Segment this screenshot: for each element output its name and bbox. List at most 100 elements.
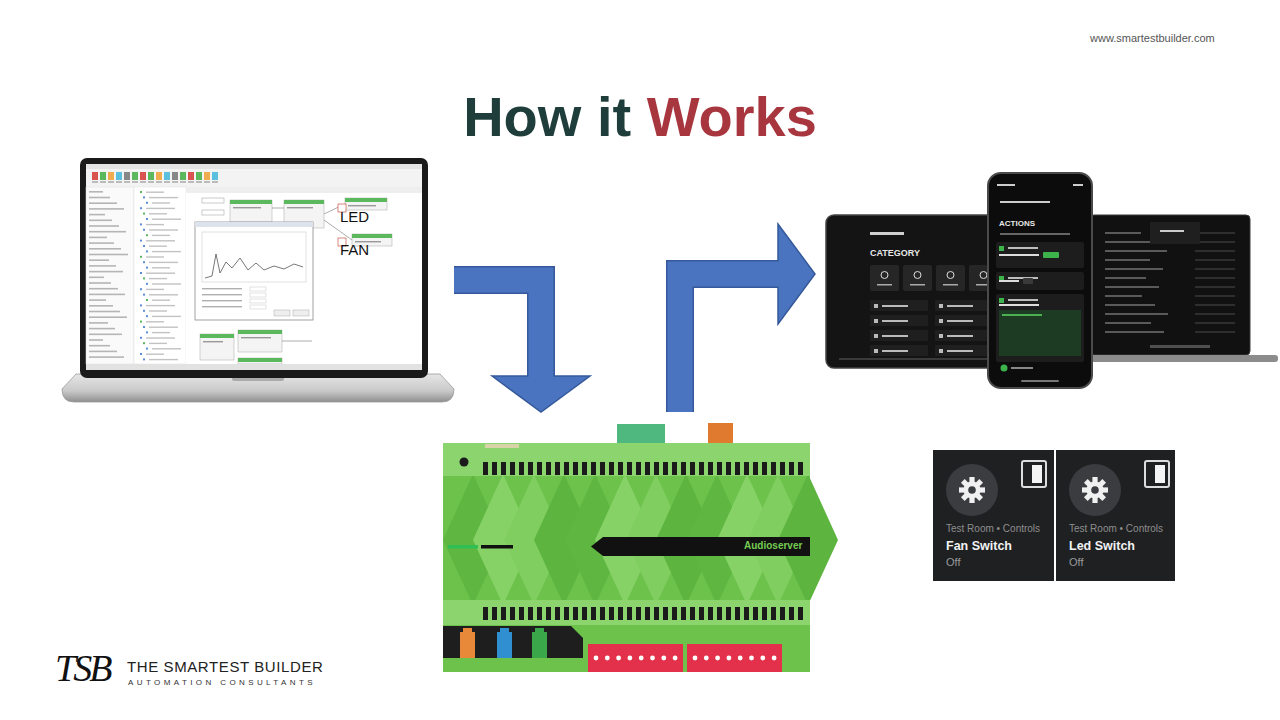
laptop-illustration-part bbox=[293, 310, 309, 316]
laptop-illustration-part bbox=[238, 330, 282, 352]
app-devices-illustration-part bbox=[1000, 233, 1070, 235]
miniserver-illustration-part bbox=[485, 444, 519, 448]
miniserver-box: Audioserver bbox=[443, 412, 810, 672]
miniserver-illustration-part bbox=[727, 656, 732, 661]
laptop-illustration-part bbox=[152, 348, 181, 349]
laptop-illustration-part bbox=[172, 172, 178, 180]
control-tile: Test Room • ControlsFan SwitchOff bbox=[933, 450, 1054, 581]
miniserver-illustration-part bbox=[681, 607, 686, 620]
laptop-illustration-part bbox=[149, 294, 178, 295]
laptop-illustration-part bbox=[164, 172, 170, 180]
app-devices-illustration-part bbox=[1195, 268, 1235, 270]
laptop-illustration-part bbox=[149, 359, 178, 360]
screen-heading: ACTIONS bbox=[999, 220, 1035, 228]
laptop-illustration-part bbox=[140, 240, 142, 242]
app-devices-illustration-part bbox=[910, 284, 925, 286]
laptop-illustration-part bbox=[146, 321, 164, 322]
laptop-illustration-part bbox=[143, 342, 145, 344]
miniserver-illustration-part bbox=[537, 462, 542, 475]
laptop-illustration-part bbox=[100, 172, 106, 180]
app-devices-illustration-part bbox=[1002, 314, 1042, 316]
laptop-illustration-part bbox=[188, 181, 194, 183]
app-devices-illustration-part bbox=[935, 300, 993, 311]
laptop-illustration-part bbox=[284, 200, 324, 204]
laptop-illustration-part bbox=[149, 278, 167, 279]
laptop-illustration-part bbox=[146, 202, 148, 204]
arrow-shaft bbox=[680, 274, 780, 412]
laptop-illustration-part bbox=[230, 200, 272, 204]
miniserver-illustration-part bbox=[555, 462, 560, 475]
miniserver-illustration-part bbox=[690, 607, 695, 620]
app-devices-illustration-part bbox=[882, 305, 908, 307]
miniserver-illustration-part bbox=[582, 462, 587, 475]
app-devices-illustration-part bbox=[1195, 331, 1235, 333]
laptop-illustration-part bbox=[146, 305, 175, 306]
app-devices-illustration-part bbox=[939, 349, 943, 353]
control-tile-illustration-part bbox=[959, 477, 985, 503]
laptop-illustration-part bbox=[204, 172, 210, 180]
app-devices-illustration-part bbox=[1023, 278, 1033, 284]
laptop-illustration-part bbox=[89, 282, 111, 284]
app-devices-illustration-part bbox=[882, 320, 908, 322]
miniserver-illustration-part bbox=[460, 458, 469, 467]
laptop-illustration-part bbox=[146, 256, 164, 257]
laptop-illustration-part bbox=[143, 326, 145, 328]
device-label: Audioserver bbox=[744, 541, 802, 551]
laptop-illustration-part bbox=[146, 208, 175, 209]
laptop-illustration-part bbox=[146, 218, 148, 220]
laptop-illustration-part bbox=[146, 337, 175, 338]
miniserver-illustration-part bbox=[753, 607, 758, 620]
miniserver-illustration-part bbox=[555, 607, 560, 620]
laptop-illustration-part bbox=[134, 187, 186, 364]
laptop-illustration-part bbox=[124, 172, 130, 180]
app-devices-illustration-part bbox=[947, 320, 973, 322]
laptop-illustration-part bbox=[140, 321, 142, 323]
laptop-illustration-part bbox=[238, 330, 282, 334]
app-devices-illustration-part bbox=[999, 280, 1019, 282]
app-devices-illustration-part bbox=[874, 304, 878, 308]
miniserver-illustration-part bbox=[443, 626, 583, 658]
laptop-illustration-part bbox=[89, 339, 103, 341]
laptop-illustration-part bbox=[143, 213, 145, 215]
laptop-illustration-part bbox=[146, 299, 148, 301]
miniserver-illustration-part bbox=[636, 462, 641, 475]
app-devices-illustration-part bbox=[1195, 241, 1235, 243]
miniserver-illustration-part bbox=[663, 462, 668, 475]
app-devices-illustration-part bbox=[882, 350, 908, 352]
miniserver-illustration-part bbox=[780, 607, 785, 620]
app-devices-illustration-part bbox=[1001, 365, 1008, 372]
tile-room: Test Room • Controls bbox=[1069, 524, 1163, 534]
laptop-illustration-part bbox=[140, 191, 142, 193]
app-devices-illustration-part bbox=[1105, 241, 1154, 243]
miniserver-illustration-part bbox=[537, 607, 542, 620]
laptop-illustration-part bbox=[89, 265, 116, 267]
miniserver-illustration-part bbox=[798, 607, 803, 620]
miniserver-illustration-part bbox=[672, 462, 677, 475]
miniserver-illustration-part bbox=[501, 607, 506, 620]
miniserver-illustration-part bbox=[605, 656, 610, 661]
app-devices-illustration-part bbox=[1195, 277, 1235, 279]
app-devices-illustration-part bbox=[935, 345, 993, 356]
app-devices-illustration-part bbox=[1150, 345, 1210, 348]
laptop-illustration-part bbox=[149, 310, 167, 311]
app-devices-illustration-part bbox=[996, 242, 1084, 268]
laptop-illustration-part bbox=[205, 254, 303, 278]
tile-room: Test Room • Controls bbox=[946, 524, 1040, 534]
miniserver-illustration-part bbox=[645, 607, 650, 620]
app-devices-illustration-part bbox=[1105, 322, 1151, 324]
app-devices-illustration-part bbox=[1090, 215, 1250, 355]
software-laptop: LEDFAN bbox=[62, 158, 454, 402]
miniserver-illustration-part bbox=[483, 607, 488, 620]
laptop-illustration-part bbox=[146, 354, 164, 355]
miniserver-illustration-part bbox=[726, 462, 731, 475]
laptop-illustration-part bbox=[140, 223, 142, 225]
laptop-illustration-part bbox=[108, 172, 114, 180]
laptop-illustration-part bbox=[148, 172, 154, 180]
miniserver-illustration-part bbox=[609, 607, 614, 620]
laptop-illustration-part bbox=[89, 242, 114, 244]
laptop-illustration bbox=[62, 158, 454, 402]
laptop-illustration-part bbox=[132, 172, 138, 180]
app-devices-illustration-part bbox=[1021, 380, 1059, 382]
miniserver-illustration-part bbox=[650, 656, 655, 661]
laptop-illustration-part bbox=[86, 169, 422, 187]
